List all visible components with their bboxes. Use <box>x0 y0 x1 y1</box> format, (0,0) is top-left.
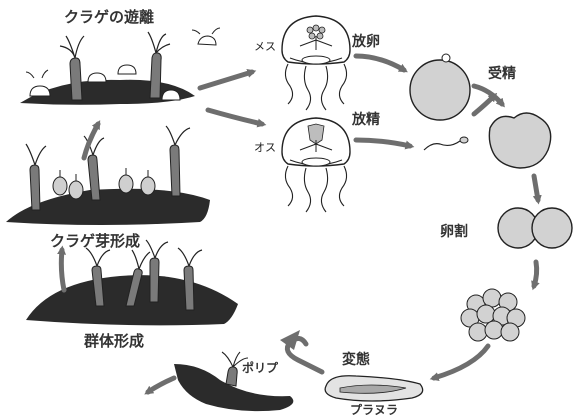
egg-cell <box>410 54 470 120</box>
label-medusa-release: クラゲの遊離 <box>64 8 154 26</box>
arrow-sperm-to-zygote <box>474 96 494 114</box>
arrow-morula-to-planula <box>434 346 488 378</box>
label-fertilization: 受精 <box>488 65 516 82</box>
label-metamorphosis: 変態 <box>342 351 370 368</box>
label-colony-formation: 群体形成 <box>84 332 144 350</box>
arrow-colony-to-budding <box>61 250 64 290</box>
arrow-polyp-to-colony <box>148 378 174 392</box>
two-cell-stage <box>498 208 572 248</box>
label-egg-release: 放卵 <box>351 33 380 50</box>
arrow-zygote-to-cleavage <box>534 176 538 200</box>
female-medusa <box>282 16 350 110</box>
arrow-budding-to-release <box>84 124 98 158</box>
label-sperm-release: 放精 <box>351 111 380 128</box>
label-polyp: ポリプ <box>242 360 279 375</box>
label-medusa-bud-formation: クラゲ芽形成 <box>50 232 140 250</box>
label-male: オス <box>254 141 276 154</box>
label-planula: プラヌラ <box>350 402 398 416</box>
medusa-bud-colony <box>6 126 210 225</box>
metamorphosis-arrow <box>280 330 322 372</box>
label-female: メス <box>254 40 276 53</box>
arrow-female-to-egg <box>356 56 404 70</box>
label-cleavage: 卵割 <box>440 223 468 240</box>
arrow-colony-to-female <box>200 72 252 88</box>
male-medusa <box>282 118 350 212</box>
planula-larva <box>325 376 423 401</box>
medusa-release-colony <box>20 28 220 105</box>
polyp-colony <box>26 240 238 325</box>
fertilized-egg <box>489 113 550 168</box>
morula <box>461 289 525 341</box>
arrow-male-to-sperm <box>356 140 410 146</box>
sperm-cell <box>424 137 468 150</box>
arrow-colony-to-male <box>208 110 262 124</box>
arrow-cleavage-to-morula <box>534 262 537 286</box>
